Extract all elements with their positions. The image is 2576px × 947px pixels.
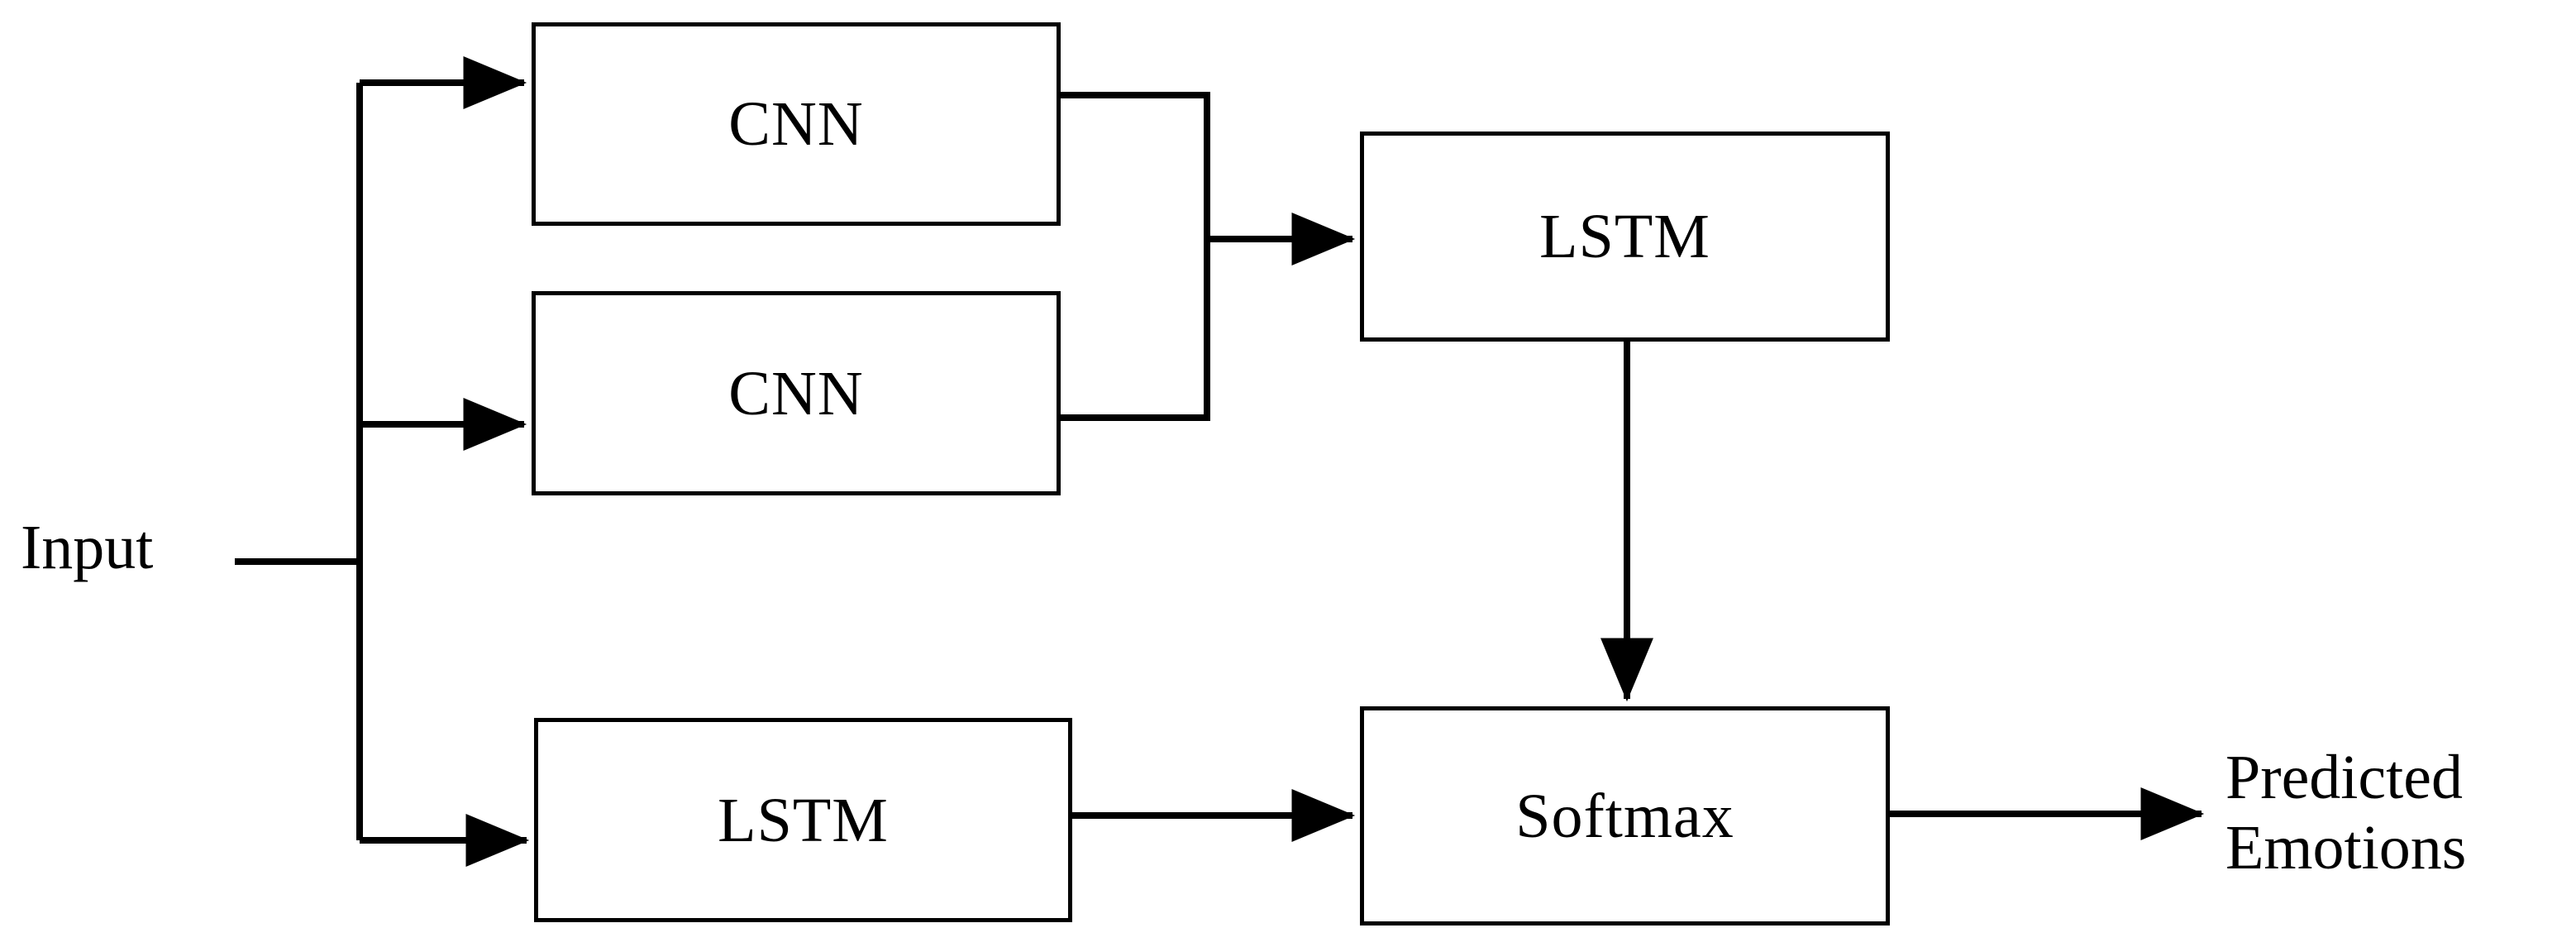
node-predicted-emotions-label: Predicted Emotions <box>2225 743 2573 883</box>
node-lstm-bottom[interactable]: LSTM <box>534 718 1072 922</box>
node-softmax[interactable]: Softmax <box>1360 706 1890 925</box>
node-predicted-emotions-line-1: Predicted <box>2225 743 2464 812</box>
node-lstm-top-label: LSTM <box>1539 202 1710 271</box>
node-lstm-bottom-label: LSTM <box>718 785 889 855</box>
node-softmax-label: Softmax <box>1515 781 1734 851</box>
node-cnn-1[interactable]: CNN <box>532 22 1061 226</box>
node-lstm-top[interactable]: LSTM <box>1360 132 1890 342</box>
node-input-label: Input <box>21 513 154 582</box>
node-cnn-2[interactable]: CNN <box>532 291 1061 495</box>
node-cnn-2-label: CNN <box>728 358 864 428</box>
node-predicted-emotions-line-2: Emotions <box>2225 813 2467 883</box>
node-cnn-1-label: CNN <box>728 89 864 159</box>
